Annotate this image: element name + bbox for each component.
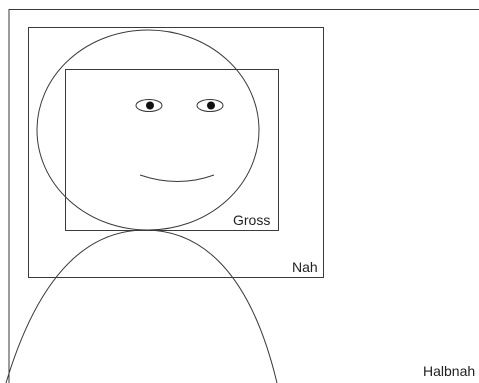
head-circle <box>37 30 259 230</box>
gross-label: Gross <box>233 212 270 228</box>
nah-frame <box>29 28 324 278</box>
right-eye-icon <box>197 100 223 112</box>
halbnah-frame <box>9 10 479 383</box>
body-outline <box>6 230 277 383</box>
gross-frame <box>66 70 279 231</box>
left-eye-icon <box>136 100 162 112</box>
halbnah-label: Halbnah <box>423 363 475 379</box>
mouth-smile <box>140 175 214 182</box>
nah-label: Nah <box>292 259 318 275</box>
